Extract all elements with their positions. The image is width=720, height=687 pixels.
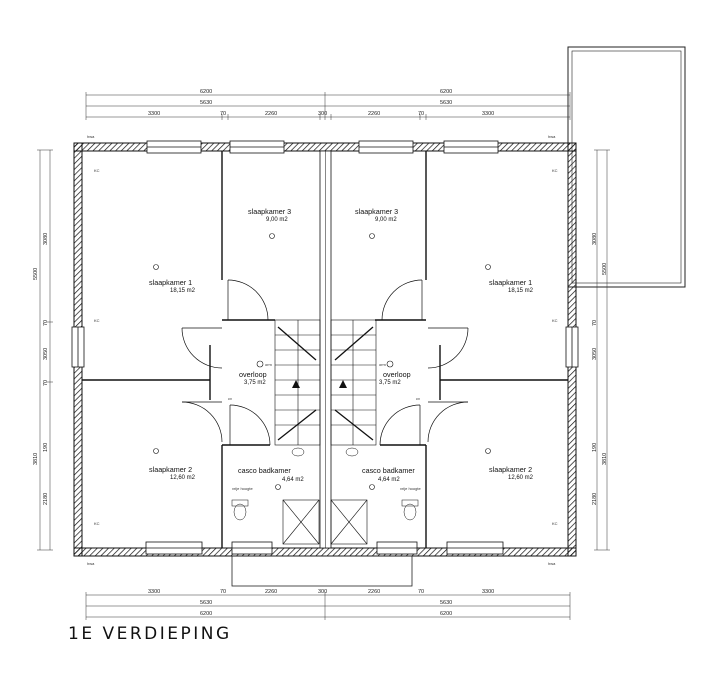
area-badkamer-left: 4,64 m2 xyxy=(282,477,304,483)
dim-top-inner-left: 5630 xyxy=(200,100,212,106)
label-cv-left: cv xyxy=(228,396,232,401)
dim-top-center: 300 xyxy=(318,111,327,117)
area-slaapkamer3-left: 9,00 m2 xyxy=(266,217,288,223)
dim-bottom-inner-right: 5630 xyxy=(440,600,452,606)
area-slaapkamer1-left: 18,15 m2 xyxy=(170,288,196,294)
room-slaapkamer3-right: slaapkamer 3 xyxy=(355,207,398,216)
dim-top-wall-1: 70 xyxy=(220,111,226,117)
dim-left-mid: 70 xyxy=(43,320,49,326)
room-slaapkamer1-right: slaapkamer 1 xyxy=(489,278,532,287)
dim-left-total: 5500 xyxy=(33,268,39,280)
room-slaapkamer2-left: slaapkamer 2 xyxy=(149,465,192,474)
room-badkamer-right: casco badkamer xyxy=(362,466,415,475)
label-kc-6: KC xyxy=(552,521,558,526)
area-overloop-left: 3,75 m2 xyxy=(244,380,266,386)
dim-bottom-wall-1: 70 xyxy=(220,589,226,595)
stair-arrow-right xyxy=(339,380,347,388)
party-wall xyxy=(319,150,332,549)
stair-arrow-left xyxy=(292,380,300,388)
label-kc-3: KC xyxy=(94,318,100,323)
ceiling-points xyxy=(153,233,491,490)
dim-bottom-total-left: 6200 xyxy=(200,611,212,617)
dim-left-bottom: 2180 xyxy=(43,493,49,505)
dim-bottom-small-right: 2260 xyxy=(368,589,380,595)
dim-right-mid-total: 3050 xyxy=(592,348,598,360)
label-orm-left: orm xyxy=(265,362,273,367)
label-hoogte-left: vrije hoogte xyxy=(232,486,253,491)
floor-title: 1E VERDIEPING xyxy=(68,624,232,644)
dim-bottom-center: 300 xyxy=(318,589,327,595)
shower-trays xyxy=(282,499,368,545)
label-hwa-tl: hwa xyxy=(87,134,95,139)
balcony-outline xyxy=(231,555,413,587)
dim-right-total: 5500 xyxy=(602,263,608,275)
top-dimensions xyxy=(85,92,571,120)
dim-right-small: 190 xyxy=(592,443,598,452)
room-slaapkamer1-left: slaapkamer 1 xyxy=(149,278,192,287)
area-overloop-right: 3,75 m2 xyxy=(379,380,401,386)
dim-bottom-large-left: 3300 xyxy=(148,589,160,595)
dim-left-small: 190 xyxy=(43,443,49,452)
dim-left-mid2: 70 xyxy=(43,380,49,386)
dim-bottom-large-right: 3300 xyxy=(482,589,494,595)
left-dimensions xyxy=(37,149,53,551)
dim-bottom-small-left: 2260 xyxy=(265,589,277,595)
label-kc-1: KC xyxy=(94,168,100,173)
area-slaapkamer3-right: 9,00 m2 xyxy=(375,217,397,223)
area-slaapkamer2-left: 12,60 m2 xyxy=(170,475,196,481)
area-badkamer-right: 4,64 m2 xyxy=(378,477,400,483)
door-swings xyxy=(181,279,469,446)
room-badkamer-left: casco badkamer xyxy=(238,466,291,475)
label-hwa-tr: hwa xyxy=(548,134,556,139)
label-kc-4: KC xyxy=(552,318,558,323)
label-cv-right: cv xyxy=(416,396,420,401)
dim-right-mid: 70 xyxy=(592,320,598,326)
label-hwa-br: hwa xyxy=(548,561,556,566)
room-overloop-right: overloop xyxy=(383,370,411,379)
dim-right-lower: 3810 xyxy=(602,453,608,465)
dim-top-wall-2: 70 xyxy=(418,111,424,117)
dim-bottom-inner-left: 5630 xyxy=(200,600,212,606)
dim-right-top: 3080 xyxy=(592,233,598,245)
area-slaapkamer2-right: 12,60 m2 xyxy=(508,475,534,481)
dim-top-large-right: 3300 xyxy=(482,111,494,117)
dim-top-total-left: 6200 xyxy=(200,89,212,95)
roof-outline xyxy=(567,46,686,288)
room-overloop-left: overloop xyxy=(239,370,267,379)
right-dimensions xyxy=(594,149,610,551)
dim-top-inner-right: 5630 xyxy=(440,100,452,106)
stair-right xyxy=(330,319,377,446)
label-hwa-bl: hwa xyxy=(87,561,95,566)
dim-top-total-right: 6200 xyxy=(440,89,452,95)
dim-left-lower-total: 3810 xyxy=(33,453,39,465)
dim-left-right-mid: 3050 xyxy=(43,348,49,360)
label-hoogte-right: vrije hoogte xyxy=(400,486,421,491)
room-slaapkamer2-right: slaapkamer 2 xyxy=(489,465,532,474)
roof-outline-inner xyxy=(571,50,682,284)
bathroom-fixtures xyxy=(231,447,419,521)
dim-left-top: 3080 xyxy=(43,233,49,245)
dim-bottom-wall-2: 70 xyxy=(418,589,424,595)
bottom-dimensions xyxy=(85,592,571,620)
label-orm-right: orm xyxy=(379,362,387,367)
label-kc-5: KC xyxy=(94,521,100,526)
windows xyxy=(71,140,579,555)
area-slaapkamer1-right: 18,15 m2 xyxy=(508,288,534,294)
dim-top-small-right: 2260 xyxy=(368,111,380,117)
dim-top-small-left: 2260 xyxy=(265,111,277,117)
dim-bottom-total-right: 6200 xyxy=(440,611,452,617)
label-kc-2: KC xyxy=(552,168,558,173)
dim-top-large-left: 3300 xyxy=(148,111,160,117)
interior-walls xyxy=(82,151,568,548)
room-slaapkamer3-left: slaapkamer 3 xyxy=(248,207,291,216)
stair-left xyxy=(274,319,321,446)
dim-right-bottom: 2180 xyxy=(592,493,598,505)
